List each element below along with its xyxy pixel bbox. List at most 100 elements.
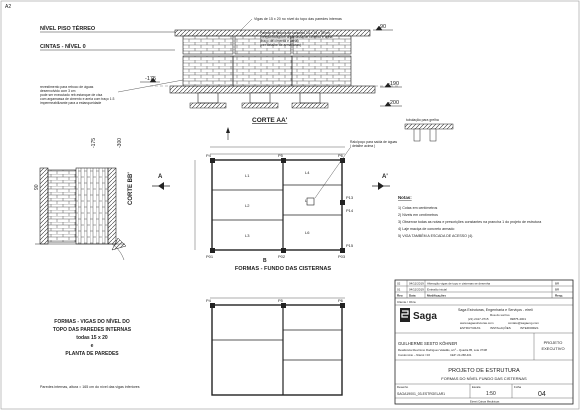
owner-address: Residência Rua Dono Rodrigues Valadão, s…	[398, 348, 487, 352]
elev-right-2: -200	[388, 100, 399, 106]
project-title: PROJETO DE ESTRUTURA	[448, 368, 520, 374]
plan-vigas: P4 P5 P6 FORMAS - VIGAS DO NÍVEL DO TOPO…	[40, 297, 345, 396]
drawing-label: Desenho	[397, 385, 409, 389]
notes-header: Notas:	[398, 195, 412, 200]
note-revest-2: desenvolvido com 3 cm	[40, 89, 76, 93]
vigas-outer	[211, 304, 343, 396]
note-parede-2: preenchidos com argamassa de cimento e a…	[260, 35, 332, 39]
scale-label: Escala	[472, 385, 481, 389]
rev-date: 04/11/2019	[409, 282, 424, 286]
note-parede-4: (ver detalhe de armaduras)	[260, 43, 301, 47]
pillar-label: P6	[338, 153, 344, 158]
company-phone: 99875-4001	[510, 317, 526, 321]
sheet-size: A2	[5, 4, 11, 10]
marker-a-prime: A'	[382, 174, 388, 180]
pillar-label: P5	[278, 298, 284, 303]
drain-box	[306, 197, 315, 206]
note-revest-4: com argamassa de cimento e areia com tra…	[40, 97, 115, 101]
elev-mid: -175	[145, 76, 156, 82]
note-item: 2) Níveis em centímetros	[398, 213, 438, 217]
cistern-outer	[211, 159, 343, 251]
marker-b: B	[263, 258, 267, 264]
company-dept: INSTALAÇÕES	[490, 325, 511, 330]
note-parede-3: (traço de cimento e areia)	[260, 39, 299, 43]
rev-by: BR	[555, 288, 560, 292]
bb-dim-2: -300	[117, 138, 123, 148]
pillar-label: P5	[278, 153, 284, 158]
note-revest-1: revestimento para reboco de águas	[40, 85, 94, 89]
vigas-title-4: e	[91, 343, 94, 349]
owner-cep: CEP: 24.268-401	[450, 353, 472, 357]
rev-desc: Alteração vigas de topo e cisternas se d…	[427, 282, 490, 286]
slab-label: L2	[245, 203, 250, 208]
bb-wall	[47, 169, 77, 243]
company-dept: INTERIORES	[520, 326, 538, 330]
note-ralo-2: ( detalhe acima )	[350, 144, 375, 148]
cut-marker-top	[226, 127, 230, 133]
note-vigas: Vigas de 15 x 20 no nível do topo das pa…	[254, 17, 342, 21]
note-parede-1: Parede de blocos de concreto 14 x 19 x 3…	[260, 31, 330, 35]
rev-number: 02	[397, 282, 401, 286]
company-logo-text: Saga	[413, 311, 437, 322]
rev-number: 01	[397, 288, 401, 292]
title-block: 02 04/11/2019 Alteração vigas de topo e …	[394, 279, 574, 405]
rev-by: BR	[555, 282, 560, 286]
note-item: 4) Laje maciça de concreto armado	[398, 227, 454, 231]
slab-label: L3	[245, 233, 250, 238]
owner-city: Condomínio – Niterói / RJ	[398, 353, 431, 357]
note-item: 3) Observar todas as notas e prescrições…	[398, 220, 541, 224]
bb-dim-3: 90	[34, 184, 40, 190]
plan-cisternas: P4 P5 P6 P13 P14 P15 P01 P02 P03 L1 L2 L…	[152, 140, 397, 272]
notes-block: Notas: 1) Cotas em centímetros 2) Níveis…	[398, 195, 541, 238]
wall-block-upper-right	[292, 35, 352, 55]
wall-block-upper-left	[182, 35, 234, 55]
pillar-label: P14	[346, 208, 354, 213]
company-phone: (21) 2417-3715	[468, 317, 489, 321]
note-revest-5: impermeabilizante para a estanqueidade	[40, 101, 101, 105]
drawing-title: FORMAS DO NÍVEL FUNDO DAS CISTERNAS	[441, 376, 527, 381]
pillar-label: P4	[206, 153, 212, 158]
note-item: 1) Cotas em centímetros	[398, 206, 438, 210]
rev-desc: Emissão inicial	[427, 288, 447, 292]
vigas-title-1: FORMAS - VIGAS DO NÍVEL DO	[54, 317, 130, 325]
marker-a: A	[158, 174, 163, 180]
pillar-label: P6	[338, 298, 344, 303]
owner-name: GUILHERME SESTO KÖHNER	[398, 341, 457, 346]
footer-text: Eternit Caixas Mecânicas	[470, 400, 500, 404]
vigas-title-3: todas 15 x 20	[76, 335, 108, 341]
company-address: Rua do sorriso	[490, 313, 510, 317]
slab-label: L6	[305, 230, 310, 235]
company-name: Saga Estruturas, Engenharia e Serviços -…	[458, 308, 533, 312]
rev-header: Rev.	[397, 294, 403, 298]
sheet-number: 04	[538, 391, 546, 398]
phase-1: PROJETO	[544, 340, 563, 345]
bottom-slab	[169, 85, 376, 94]
sheet-label: Folha	[514, 385, 521, 389]
phase-2: EXECUTIVO	[541, 346, 564, 351]
pillar-label: P13	[346, 195, 354, 200]
rev-header: Modificações	[427, 294, 446, 298]
elev-top: 90	[380, 24, 386, 30]
section-aa: NÍVEL PISO TÉRREO CINTAS - NÍVEL 0 Vigas…	[40, 17, 402, 124]
elev-right-1: -190	[388, 81, 399, 87]
detail-note: tubulação para grelha	[406, 118, 439, 122]
bb-dim-1: -175	[91, 138, 97, 148]
pillar-label: P02	[278, 254, 286, 259]
company-dept: ESTRUTURAS	[460, 326, 480, 330]
cintas-label: CINTAS - NÍVEL 0	[40, 42, 86, 50]
note-revest-3: pode ser executado reb.estanque de cisa	[40, 93, 102, 97]
rev-date: 04/11/2019	[409, 288, 424, 292]
slab-label: L4	[305, 170, 310, 175]
wall-block-upper-mid	[234, 35, 292, 55]
pillar-label: P03	[338, 254, 346, 259]
pillar-label: P01	[206, 254, 214, 259]
plan-cisternas-title: FORMAS - FUNDO DAS CISTERNAS	[235, 266, 332, 272]
client-label: Cliente / Obra	[397, 300, 416, 304]
pillar-label: P15	[346, 243, 354, 248]
company-email: contato@sagaeng.com	[508, 321, 539, 325]
pillar-label: P4	[206, 298, 212, 303]
wall-block-lower	[182, 55, 352, 87]
section-bb: CORTE BB' -175 -300 90	[34, 138, 134, 261]
